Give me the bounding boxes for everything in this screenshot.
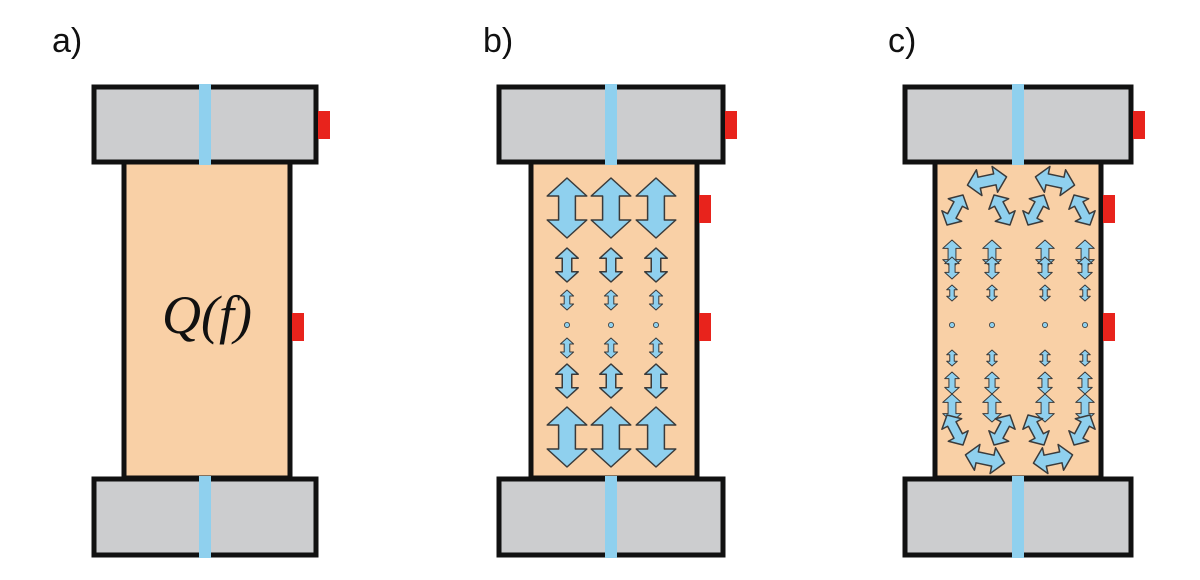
- flow-arrow: [648, 289, 664, 311]
- sensor-upper-b: [699, 195, 711, 223]
- flow-arrow: [1079, 284, 1091, 302]
- flow-arrow: [966, 165, 1008, 197]
- top-fluid-channel-a: [199, 84, 211, 165]
- flow-arrow: [546, 177, 588, 239]
- flow-arrow: [635, 177, 677, 239]
- top-fluid-channel-c: [1012, 84, 1024, 165]
- flow-arrows-c: [941, 165, 1096, 475]
- flow-arrow: [599, 247, 623, 283]
- flow-arrow: [1068, 414, 1096, 446]
- flow-arrow: [1034, 165, 1076, 197]
- flow-node-dot: [1042, 321, 1049, 328]
- flow-arrow: [559, 289, 575, 311]
- flow-arrow: [1079, 349, 1091, 367]
- flow-arrow: [946, 284, 958, 302]
- flow-node-dot: [608, 321, 615, 328]
- flow-arrow: [988, 414, 1016, 446]
- bottom-fluid-channel-a: [199, 476, 211, 558]
- flow-arrow: [984, 256, 1000, 280]
- flow-arrow: [599, 363, 623, 399]
- flow-arrow: [1039, 284, 1051, 302]
- sample-c: [932, 159, 1104, 481]
- bottom-fluid-channel-c: [1012, 476, 1024, 558]
- flow-arrow: [644, 247, 668, 283]
- bottom-fluid-channel-b: [605, 476, 617, 558]
- flow-arrow: [1032, 443, 1074, 475]
- flow-node-dot: [989, 321, 996, 328]
- flow-arrow: [1077, 256, 1093, 280]
- panel-c: c): [888, 22, 1145, 558]
- sensor-mid-b: [699, 313, 711, 341]
- flow-arrow: [941, 194, 969, 226]
- sensor-upper-c: [1103, 195, 1115, 223]
- sensor-top-a: [318, 111, 330, 139]
- flow-arrow: [648, 337, 664, 359]
- top-fluid-channel-b: [605, 84, 617, 165]
- flow-arrow: [986, 284, 998, 302]
- flow-arrow: [1022, 414, 1050, 446]
- flow-arrow: [603, 289, 619, 311]
- flow-arrow: [635, 406, 677, 468]
- flow-arrow: [946, 349, 958, 367]
- sample-a: [121, 159, 293, 481]
- flow-arrow: [555, 247, 579, 283]
- flow-arrow: [644, 363, 668, 399]
- flow-arrow: [1022, 194, 1050, 226]
- flow-arrow: [590, 177, 632, 239]
- flow-arrow: [1037, 256, 1053, 280]
- flow-arrow: [941, 414, 969, 446]
- panel-a: a) Q(f): [52, 22, 330, 558]
- flow-node-dot: [1082, 321, 1089, 328]
- flow-arrow: [982, 393, 1002, 423]
- sensor-mid-a: [292, 313, 304, 341]
- sensor-top-b: [725, 111, 737, 139]
- flow-arrow: [1039, 349, 1051, 367]
- flow-arrow: [986, 349, 998, 367]
- flow-node-dot: [949, 321, 956, 328]
- flow-arrow: [964, 443, 1006, 475]
- flow-arrow: [546, 406, 588, 468]
- sensor-top-c: [1133, 111, 1145, 139]
- flow-arrow: [988, 194, 1016, 226]
- sensor-mid-c: [1103, 313, 1115, 341]
- flow-arrow: [603, 337, 619, 359]
- panel-label-b: b): [483, 22, 513, 60]
- flow-arrow: [1068, 194, 1096, 226]
- panel-label-a: a): [52, 22, 82, 60]
- flow-arrows-b: [546, 177, 677, 468]
- panel-label-c: c): [888, 22, 916, 60]
- flow-arrow: [944, 256, 960, 280]
- formula-label: Q(f): [162, 285, 252, 345]
- flow-arrow: [555, 363, 579, 399]
- panel-b: b): [483, 22, 737, 558]
- flow-arrow: [1035, 393, 1055, 423]
- flow-node-dot: [653, 321, 660, 328]
- flow-arrow: [559, 337, 575, 359]
- flow-arrow: [590, 406, 632, 468]
- flow-node-dot: [564, 321, 571, 328]
